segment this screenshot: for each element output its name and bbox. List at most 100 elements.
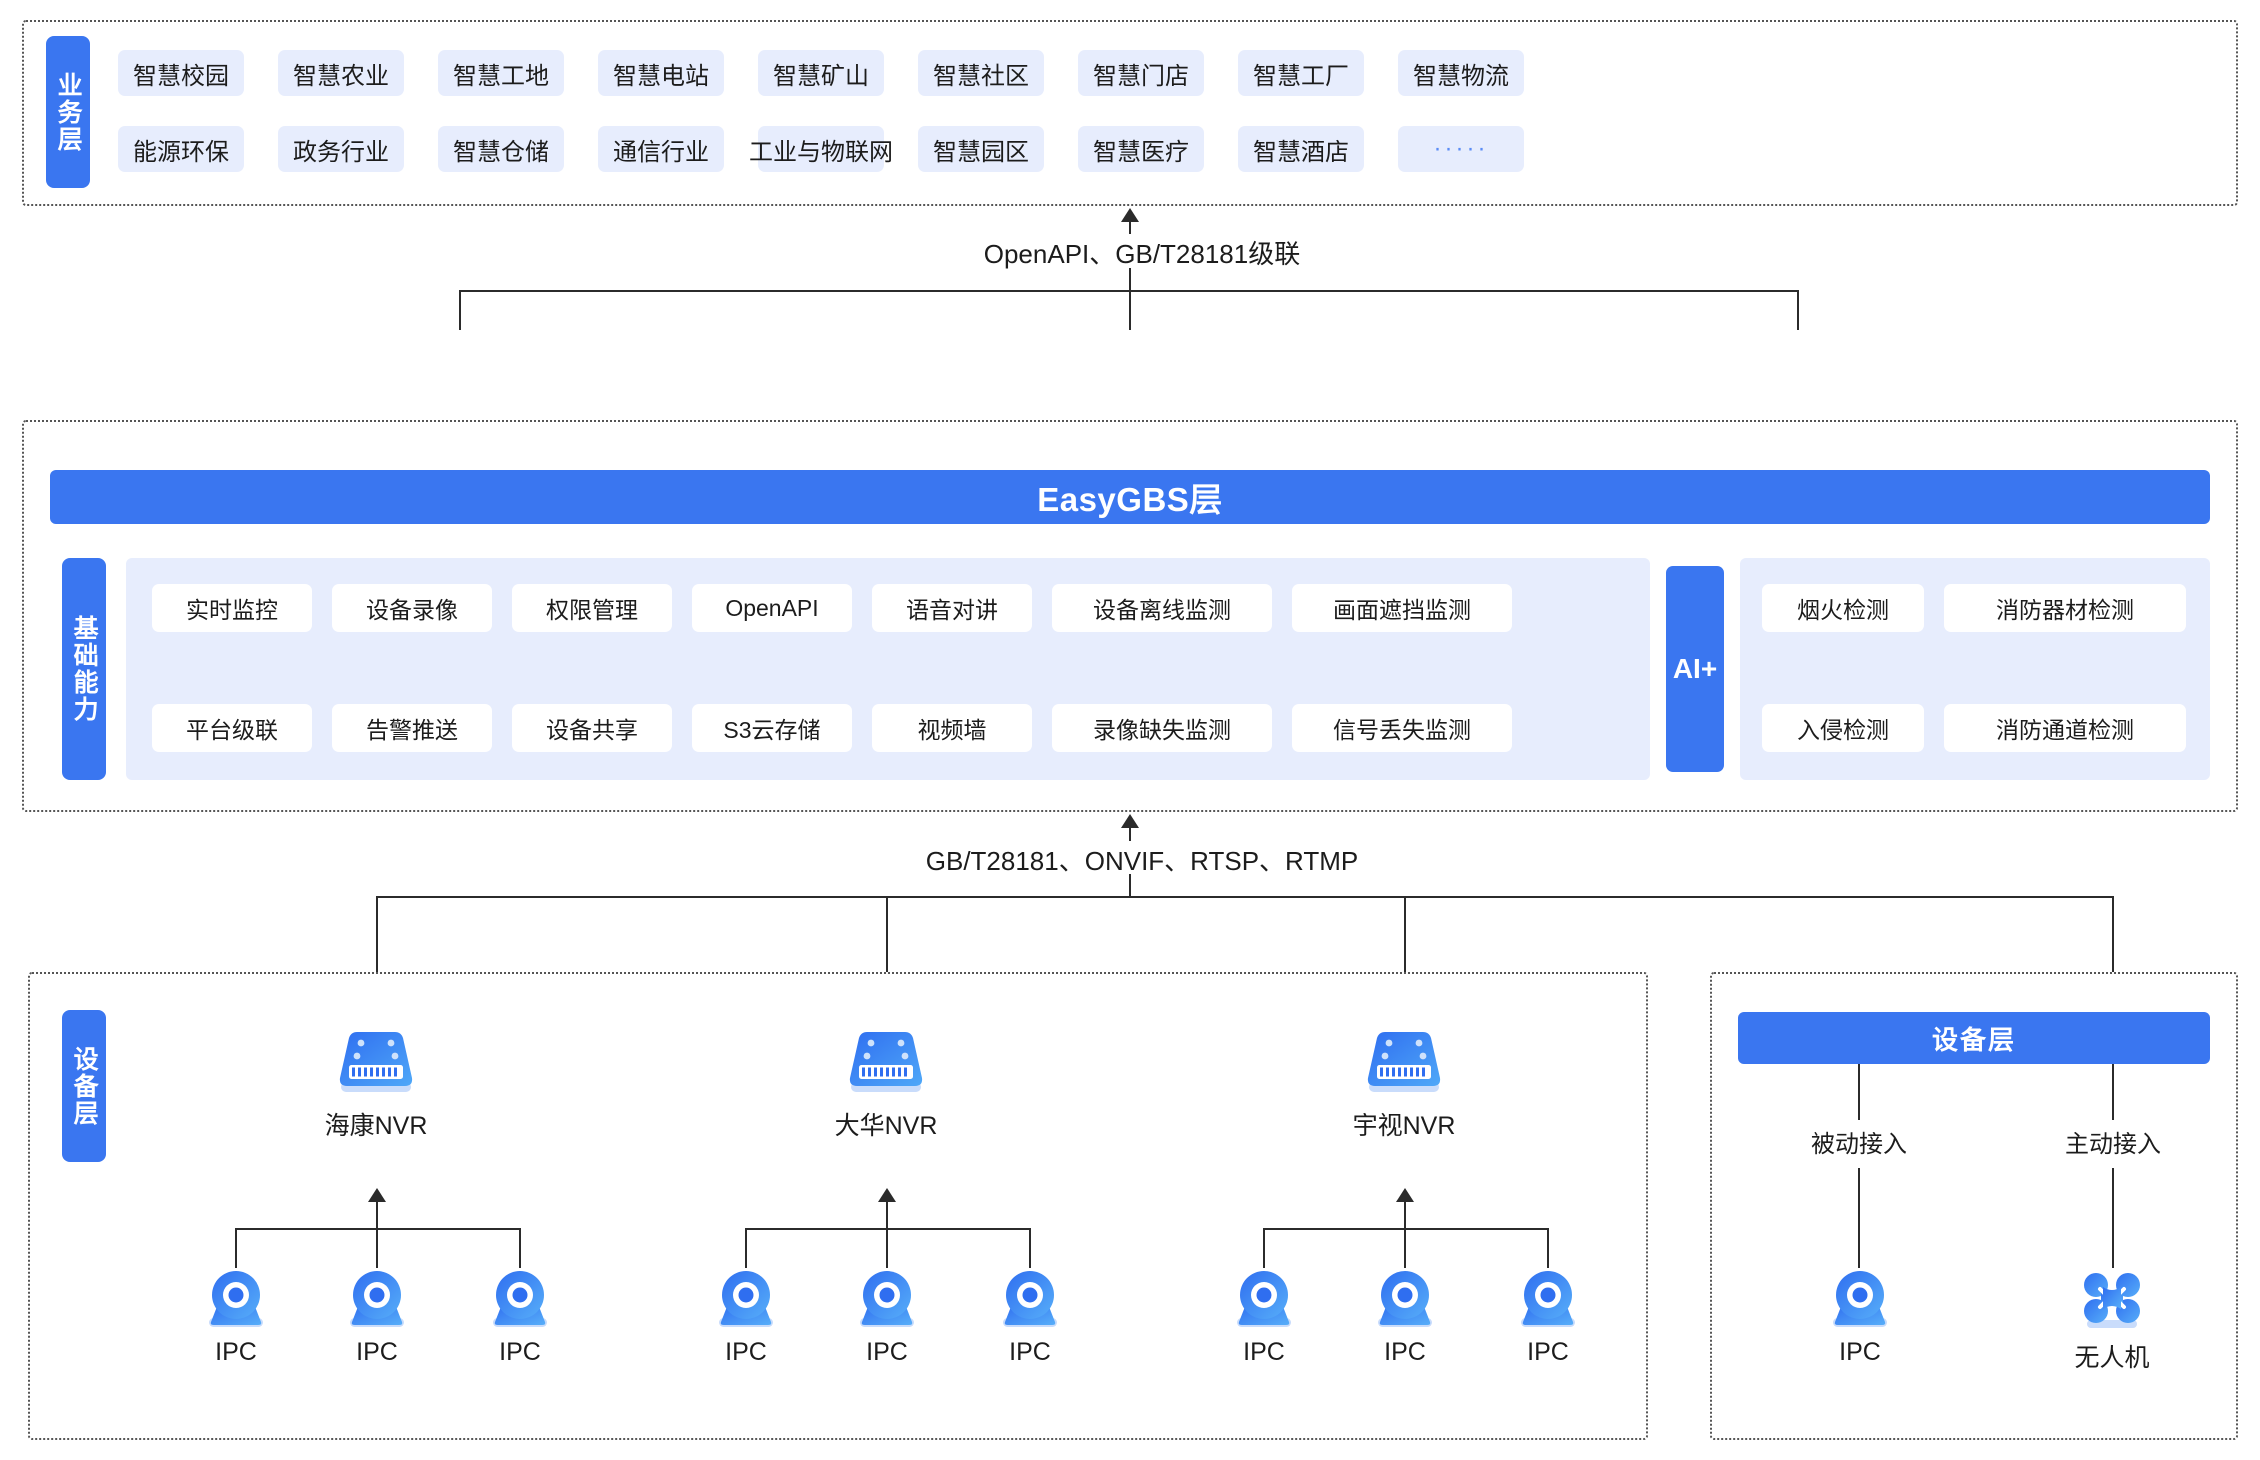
connector-line xyxy=(1129,828,1131,852)
nvr-icon xyxy=(333,1024,419,1100)
connector-line xyxy=(2112,1064,2114,1120)
capability-cell[interactable]: 视频墙 xyxy=(872,704,1032,752)
connector-line xyxy=(2112,1168,2114,1268)
ai-capability-cell[interactable]: 入侵检测 xyxy=(1762,704,1924,752)
connector-line xyxy=(1263,1228,1265,1268)
capability-cell[interactable]: 录像缺失监测 xyxy=(1052,704,1272,752)
ipc-label: IPC xyxy=(1527,1338,1569,1366)
arrow-nvr-up xyxy=(368,1188,386,1202)
connector-line xyxy=(2112,896,2114,1006)
business-cell[interactable]: 通信行业 xyxy=(598,126,724,172)
connector-line xyxy=(1404,1228,1406,1268)
ipc-label: IPC xyxy=(356,1338,398,1366)
ipc-label: IPC xyxy=(1243,1338,1285,1366)
capability-cell[interactable]: 平台级联 xyxy=(152,704,312,752)
arrow-business-up xyxy=(1121,208,1139,222)
capability-cell[interactable]: 告警推送 xyxy=(332,704,492,752)
connector-line xyxy=(886,1202,888,1230)
connector-line xyxy=(1029,1228,1031,1268)
ipc-label: IPC xyxy=(1384,1338,1426,1366)
business-cell[interactable]: 智慧农业 xyxy=(278,50,404,96)
capability-cell[interactable]: 权限管理 xyxy=(512,584,672,632)
ipc-label: IPC xyxy=(1839,1338,1881,1366)
ipc-label: IPC xyxy=(499,1338,541,1366)
ai-capability-cell[interactable]: 烟火检测 xyxy=(1762,584,1924,632)
business-cell[interactable]: 智慧电站 xyxy=(598,50,724,96)
business-cell[interactable]: 智慧矿山 xyxy=(758,50,884,96)
connector-label-gbs-device: GB/T28181、ONVIF、RTSP、RTMP xyxy=(880,841,1404,878)
camera-icon xyxy=(485,1268,555,1334)
nvr-label: 大华NVR xyxy=(834,1112,938,1140)
business-layer-tab: 业务层 xyxy=(46,36,90,188)
connector-line xyxy=(376,1202,378,1230)
ipc-node[interactable]: IPC xyxy=(993,1268,1067,1367)
device-layer-tab: 设备层 xyxy=(62,1010,106,1162)
ai-plus-tab: AI+ xyxy=(1666,566,1724,772)
nvr-node[interactable]: 宇视NVR xyxy=(1334,1024,1474,1142)
business-cell[interactable]: 能源环保 xyxy=(118,126,244,172)
ipc-node[interactable]: IPC xyxy=(1227,1268,1301,1367)
business-cell[interactable]: 智慧仓储 xyxy=(438,126,564,172)
connector-line xyxy=(1129,268,1131,292)
connector-line xyxy=(235,1228,237,1268)
business-cell[interactable]: 智慧工厂 xyxy=(1238,50,1364,96)
drone-icon xyxy=(2077,1268,2147,1334)
gbs-capability-tab: 基础能力 xyxy=(62,558,106,780)
device-layer-bar: 设备层 xyxy=(1738,1012,2210,1064)
ai-capability-cell[interactable]: 消防通道检测 xyxy=(1944,704,2186,752)
business-cell[interactable]: 工业与物联网 xyxy=(749,126,893,172)
business-cell[interactable]: 智慧园区 xyxy=(918,126,1044,172)
ipc-node[interactable]: IPC xyxy=(709,1268,783,1367)
business-cell[interactable]: 政务行业 xyxy=(278,126,404,172)
drone-label: 无人机 xyxy=(2074,1344,2150,1372)
capability-cell[interactable]: 信号丢失监测 xyxy=(1292,704,1512,752)
connector-line xyxy=(376,1228,378,1268)
nvr-node[interactable]: 大华NVR xyxy=(816,1024,956,1142)
ipc-node[interactable]: IPC xyxy=(850,1268,924,1367)
ipc-node[interactable]: IPC xyxy=(1368,1268,1442,1367)
ipc-node[interactable]: IPC xyxy=(340,1268,414,1367)
ai-capability-cell[interactable]: 消防器材检测 xyxy=(1944,584,2186,632)
business-cell[interactable]: 智慧酒店 xyxy=(1238,126,1364,172)
connector-line xyxy=(1129,874,1131,898)
nvr-label: 海康NVR xyxy=(324,1112,428,1140)
drone-node[interactable]: 无人机 xyxy=(2060,1268,2164,1374)
nvr-node[interactable]: 海康NVR xyxy=(306,1024,446,1142)
capability-cell[interactable]: 语音对讲 xyxy=(872,584,1032,632)
capability-cell[interactable]: 画面遮挡监测 xyxy=(1292,584,1512,632)
ipc-label: IPC xyxy=(725,1338,767,1366)
capability-cell[interactable]: 设备录像 xyxy=(332,584,492,632)
business-cell[interactable]: 智慧工地 xyxy=(438,50,564,96)
connector-line xyxy=(1797,290,1799,330)
nvr-icon xyxy=(843,1024,929,1100)
business-cell[interactable]: 智慧门店 xyxy=(1078,50,1204,96)
business-cell[interactable]: 智慧校园 xyxy=(118,50,244,96)
easygbs-layer-bar: EasyGBS层 xyxy=(50,470,2210,524)
business-cell-more[interactable]: ····· xyxy=(1398,126,1524,172)
capability-cell[interactable]: S3云存储 xyxy=(692,704,852,752)
business-layer-panel xyxy=(22,20,2238,206)
capability-cell[interactable]: 实时监控 xyxy=(152,584,312,632)
capability-cell[interactable]: 设备离线监测 xyxy=(1052,584,1272,632)
camera-icon xyxy=(1825,1268,1895,1334)
camera-icon xyxy=(1513,1268,1583,1334)
arrow-nvr-up xyxy=(878,1188,896,1202)
ipc-label: IPC xyxy=(215,1338,257,1366)
capability-cell[interactable]: 设备共享 xyxy=(512,704,672,752)
business-cell[interactable]: 智慧物流 xyxy=(1398,50,1524,96)
ipc-node[interactable]: IPC xyxy=(199,1268,273,1367)
capability-cell[interactable]: OpenAPI xyxy=(692,584,852,632)
connector-label-business-gbs: OpenAPI、GB/T28181级联 xyxy=(940,234,1344,271)
arrow-gbs-up xyxy=(1121,814,1139,828)
ipc-node[interactable]: IPC xyxy=(1511,1268,1585,1367)
connector-line xyxy=(1858,1168,1860,1268)
business-cell[interactable]: 智慧医疗 xyxy=(1078,126,1204,172)
connector-line xyxy=(459,290,461,330)
ipc-node[interactable]: IPC xyxy=(483,1268,557,1367)
nvr-icon xyxy=(1361,1024,1447,1100)
ipc-node[interactable]: IPC xyxy=(1823,1268,1897,1367)
camera-icon xyxy=(201,1268,271,1334)
business-cell[interactable]: 智慧社区 xyxy=(918,50,1044,96)
connector-line xyxy=(886,896,888,974)
